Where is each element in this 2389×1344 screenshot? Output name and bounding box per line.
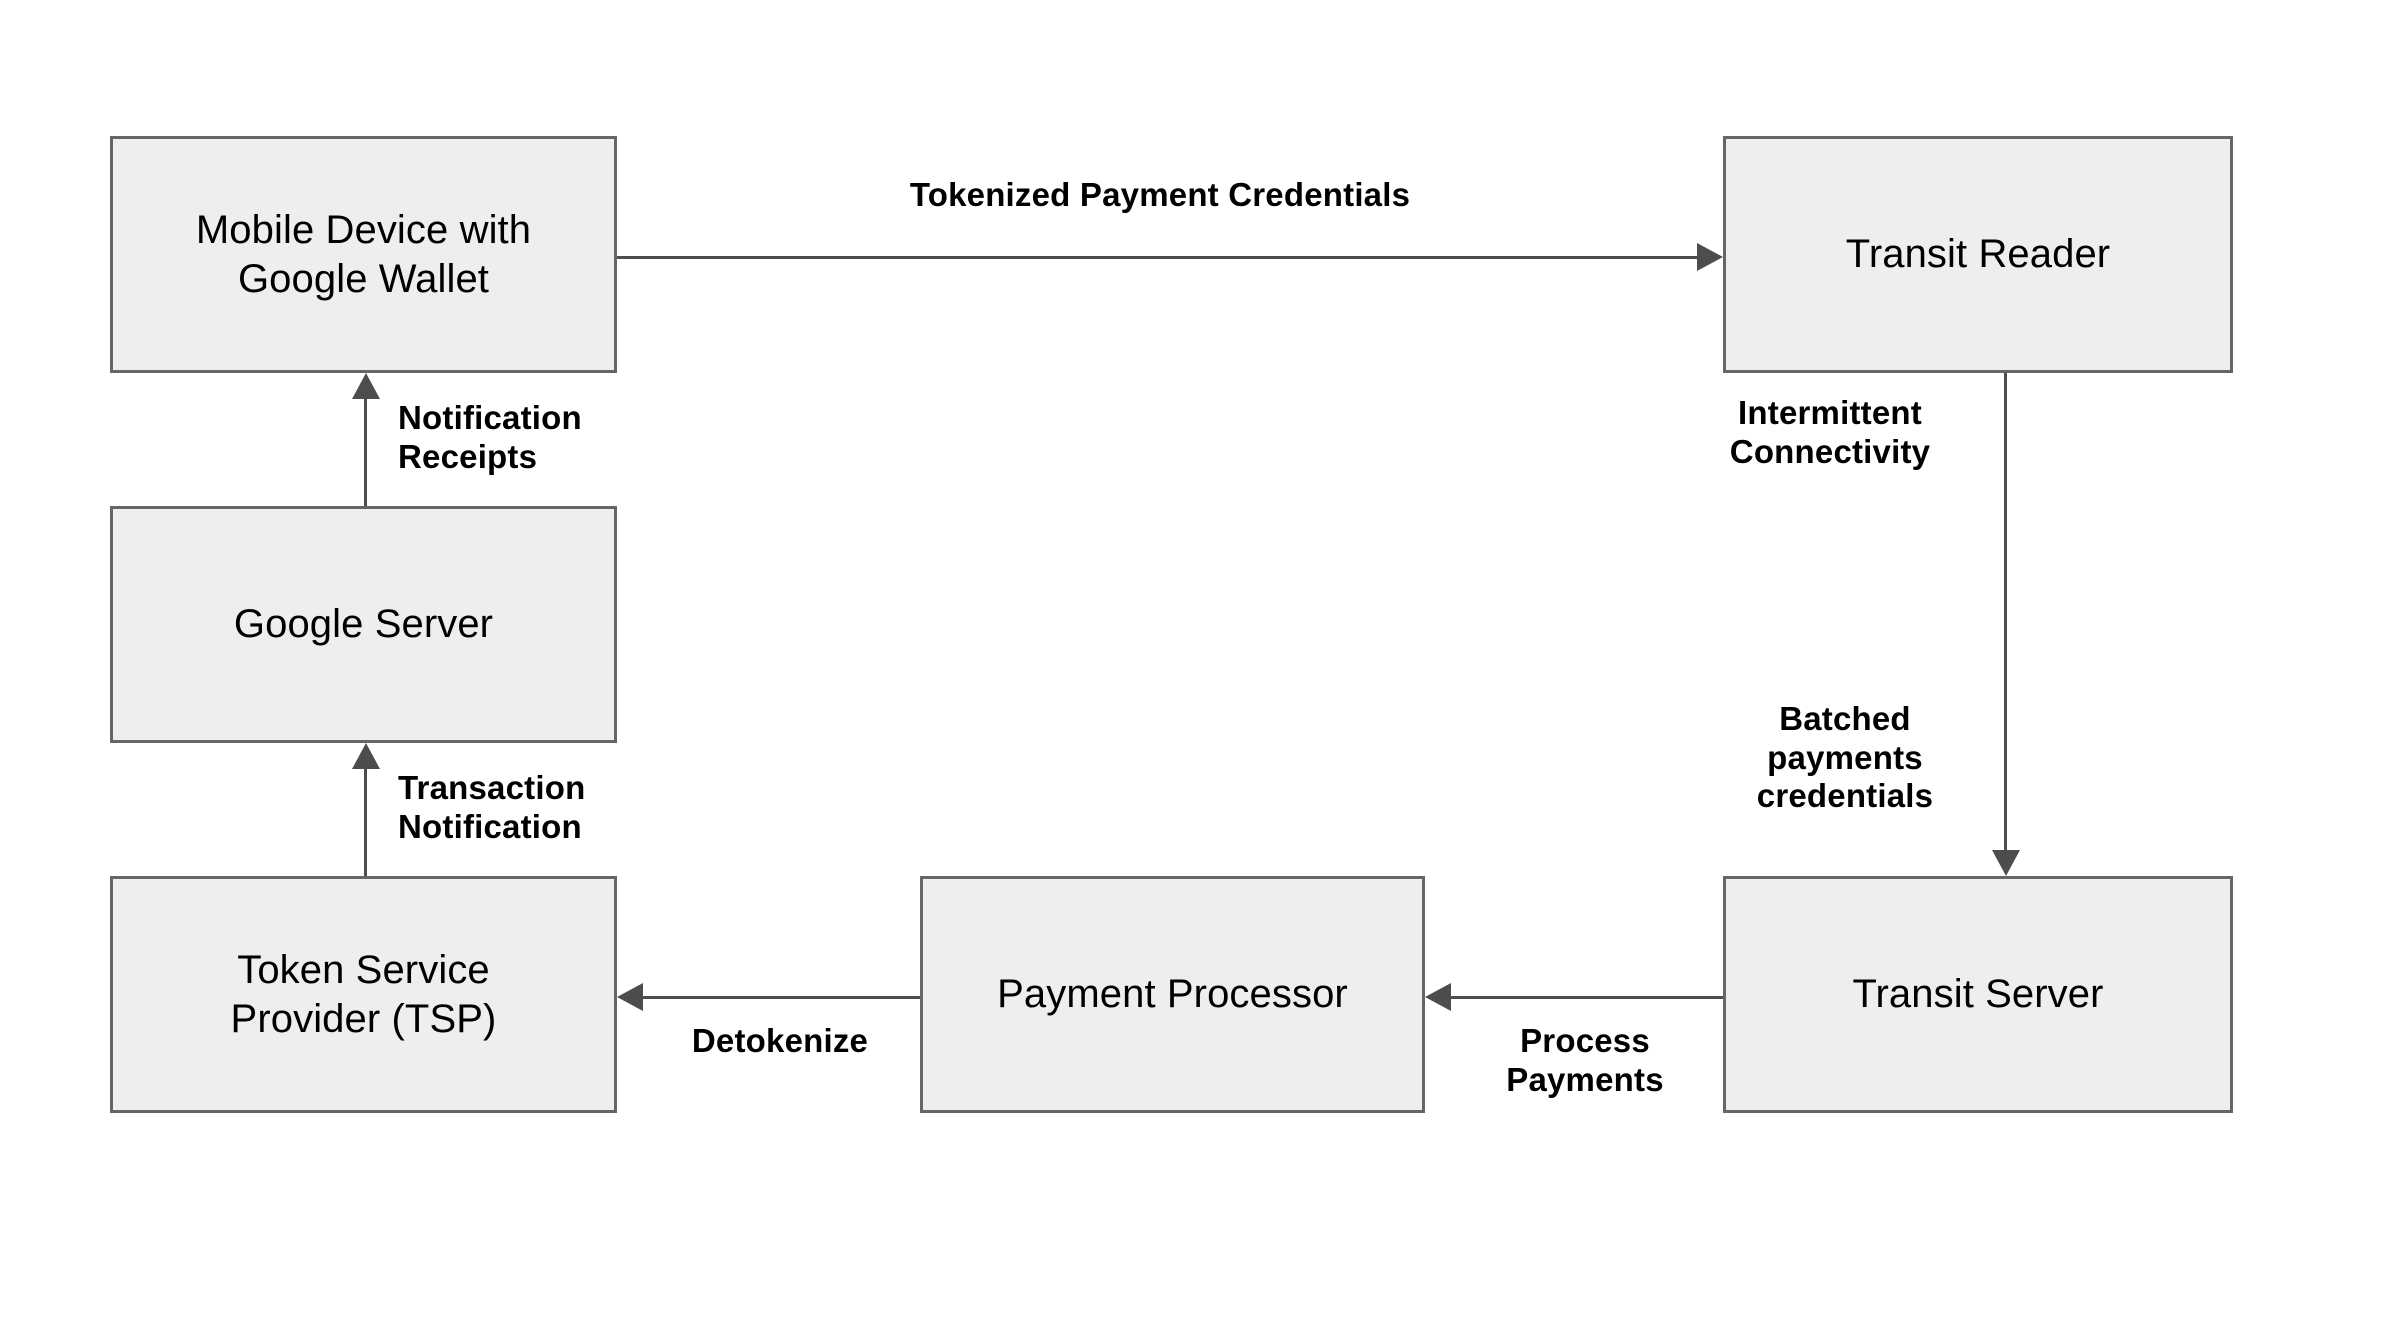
edge-detokenize-arrowhead [617, 983, 643, 1011]
node-transit-server[interactable]: Transit Server [1723, 876, 2233, 1113]
node-token-service-provider[interactable]: Token Service Provider (TSP) [110, 876, 617, 1113]
edge-process-payments-arrowhead [1425, 983, 1451, 1011]
edge-tokenized-payment-credentials-line [617, 256, 1697, 259]
node-payment-processor[interactable]: Payment Processor [920, 876, 1425, 1113]
node-mobile-device-label: Mobile Device with Google Wallet [195, 207, 532, 301]
node-token-service-provider-label: Token Service Provider (TSP) [230, 947, 497, 1041]
node-google-server[interactable]: Google Server [110, 506, 617, 743]
edge-transit-reader-to-server-line [2004, 373, 2007, 853]
edge-label-intermittent-connectivity: Intermittent Connectivity [1729, 394, 1931, 470]
edge-notification-receipts-arrowhead [352, 373, 380, 399]
node-payment-processor-label: Payment Processor [997, 972, 1348, 1017]
edge-label-tokenized-payment-credentials: Tokenized Payment Credentials [909, 176, 1411, 213]
node-transit-reader-label: Transit Reader [1845, 232, 2111, 277]
edge-transaction-notification-line [364, 769, 367, 876]
edge-label-batched-payments-credentials: Batched payments credentials [1756, 700, 1934, 815]
edge-label-notification-receipts: Notification Receipts [398, 399, 582, 475]
node-google-server-label: Google Server [233, 602, 494, 647]
edge-notification-receipts-line [364, 399, 367, 506]
edge-transit-reader-to-server-arrowhead [1992, 850, 2020, 876]
edge-label-detokenize: Detokenize [691, 1022, 869, 1059]
node-mobile-device[interactable]: Mobile Device with Google Wallet [110, 136, 617, 373]
edge-transaction-notification-arrowhead [352, 743, 380, 769]
node-transit-server-label: Transit Server [1852, 972, 2104, 1017]
edge-process-payments-line [1451, 996, 1723, 999]
node-transit-reader[interactable]: Transit Reader [1723, 136, 2233, 373]
edge-tokenized-payment-credentials-arrowhead [1697, 243, 1723, 271]
edge-label-transaction-notification: Transaction Notification [398, 769, 586, 845]
edge-label-process-payments: Process Payments [1506, 1022, 1664, 1098]
edge-detokenize-line [643, 996, 920, 999]
